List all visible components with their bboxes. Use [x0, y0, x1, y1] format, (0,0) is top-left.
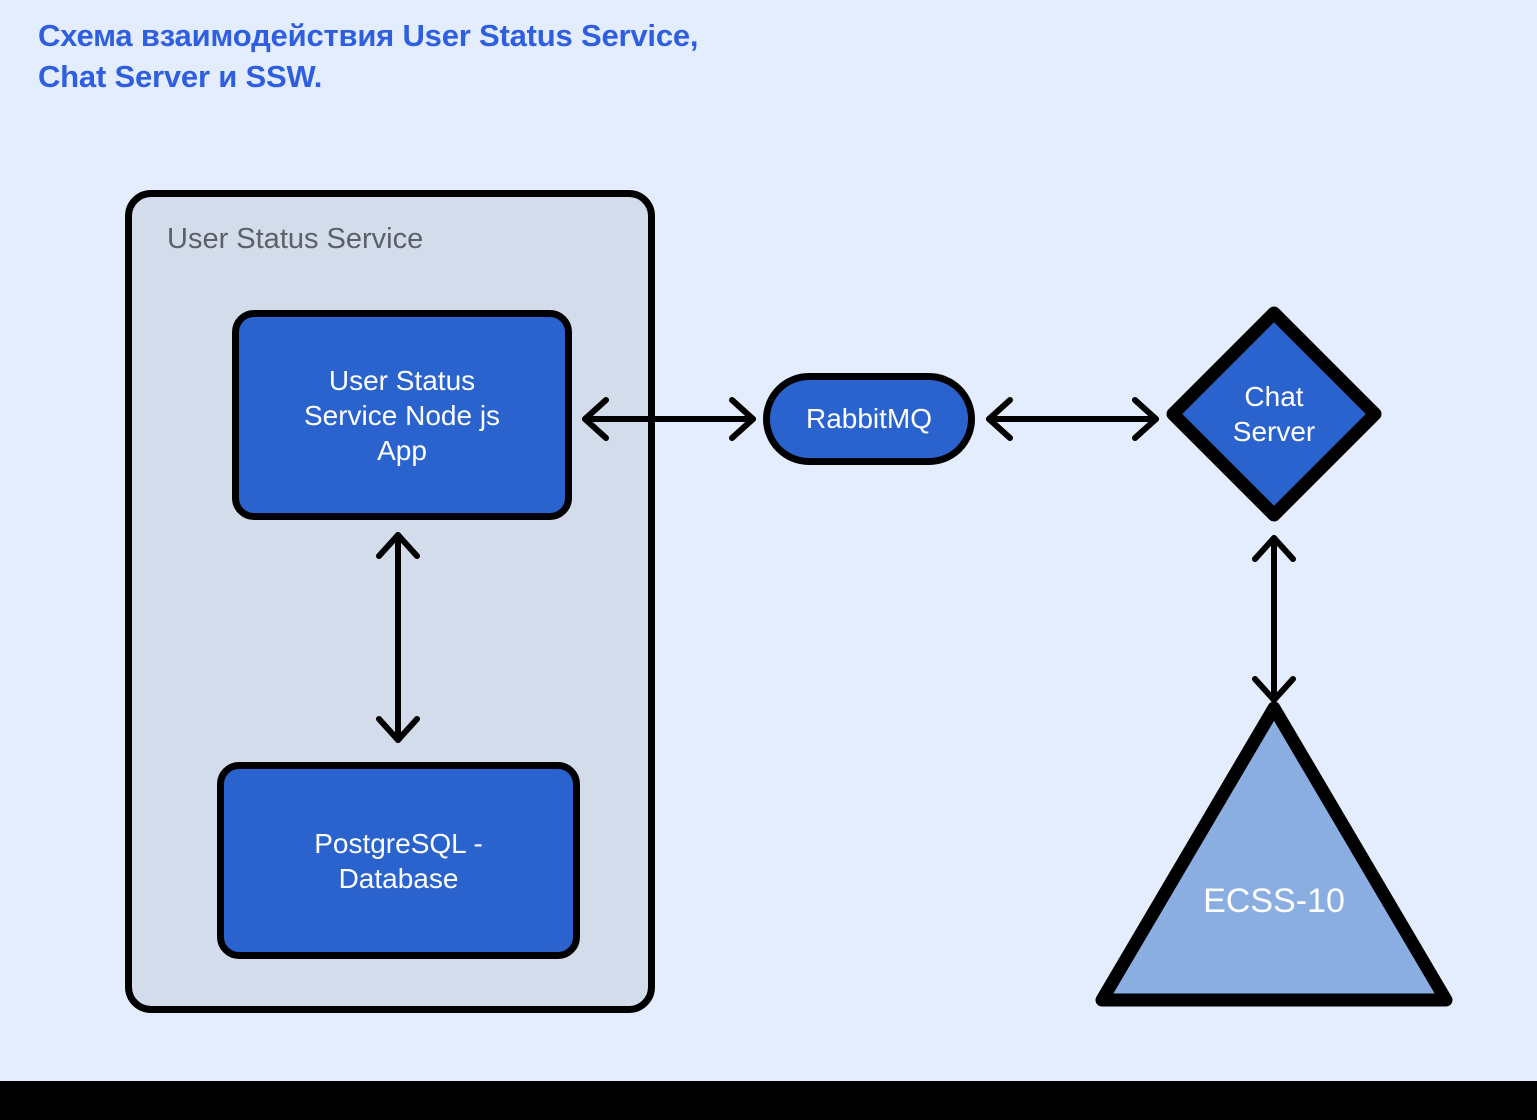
node-chat-server[interactable]: Chat Server	[1163, 303, 1385, 525]
edge-rabbitmq-chatserver	[986, 397, 1159, 441]
ecss-10-triangle-shape	[1095, 701, 1453, 1007]
node-postgresql-database[interactable]: PostgreSQL - Database	[217, 762, 580, 959]
node-rabbitmq[interactable]: RabbitMQ	[763, 373, 975, 465]
footer-band	[0, 1081, 1537, 1120]
group-label-user-status-service: User Status Service	[167, 223, 424, 255]
node-ecss-10[interactable]: ECSS-10	[1092, 696, 1456, 1012]
node-user-status-service-node-js-app[interactable]: User Status Service Node js App	[232, 310, 572, 520]
edge-chatserver-ecss	[1252, 535, 1296, 703]
chat-server-diamond-shape	[1166, 306, 1382, 522]
page-title: Схема взаимодействия User Status Service…	[38, 18, 699, 94]
